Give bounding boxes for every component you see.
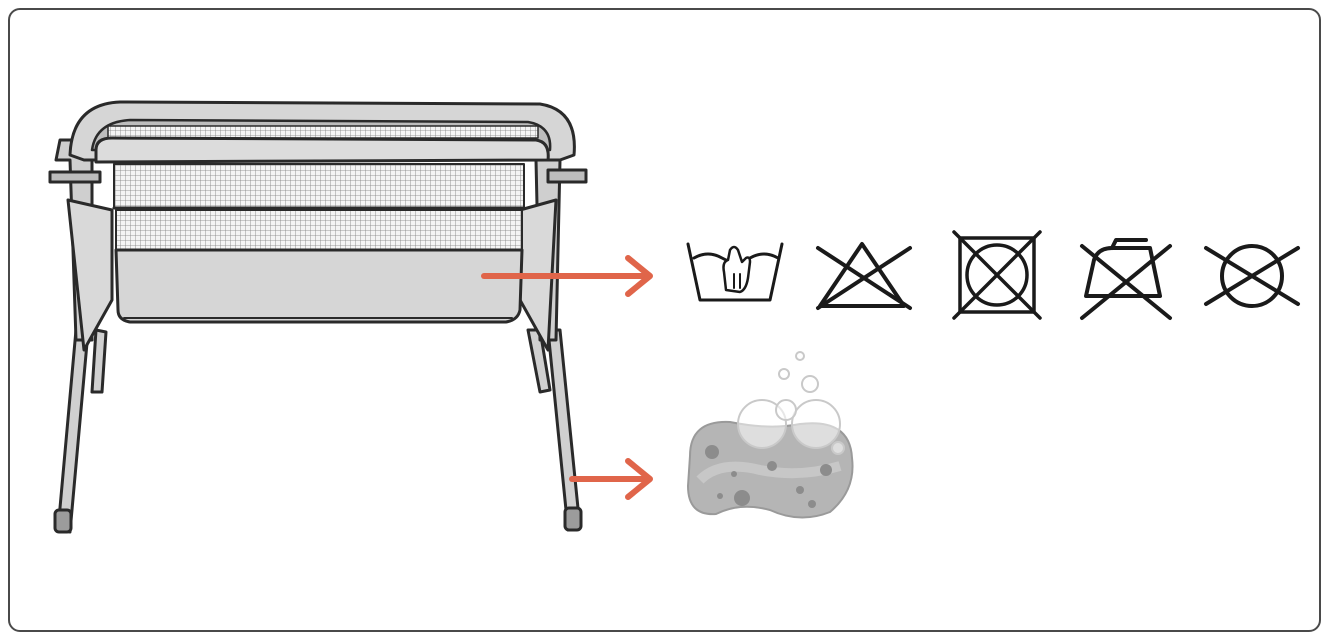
arrow-to-sponge bbox=[569, 458, 653, 500]
do-not-tumble-dry-icon bbox=[952, 230, 1042, 320]
do-not-dry-clean-icon bbox=[1204, 244, 1300, 308]
hand-wash-icon bbox=[686, 242, 784, 302]
do-not-iron-icon bbox=[1080, 238, 1172, 320]
crib-legs bbox=[53, 328, 583, 534]
sponge-pores bbox=[705, 445, 832, 508]
sponge-with-bubbles-icon bbox=[686, 351, 854, 519]
arrow-to-care-symbols bbox=[481, 255, 653, 297]
crib-fabric-base bbox=[114, 248, 524, 324]
crib-mattress-mesh bbox=[107, 125, 539, 139]
bedside-crib-illustration bbox=[48, 100, 588, 534]
crib-front-bolster bbox=[94, 136, 550, 164]
do-not-bleach-icon bbox=[816, 242, 912, 310]
soap-bubbles bbox=[737, 351, 845, 455]
crib-side-frames bbox=[48, 138, 588, 352]
crib-mesh-panel-upper bbox=[113, 163, 525, 209]
crib-mesh-panel-lower bbox=[115, 209, 523, 251]
